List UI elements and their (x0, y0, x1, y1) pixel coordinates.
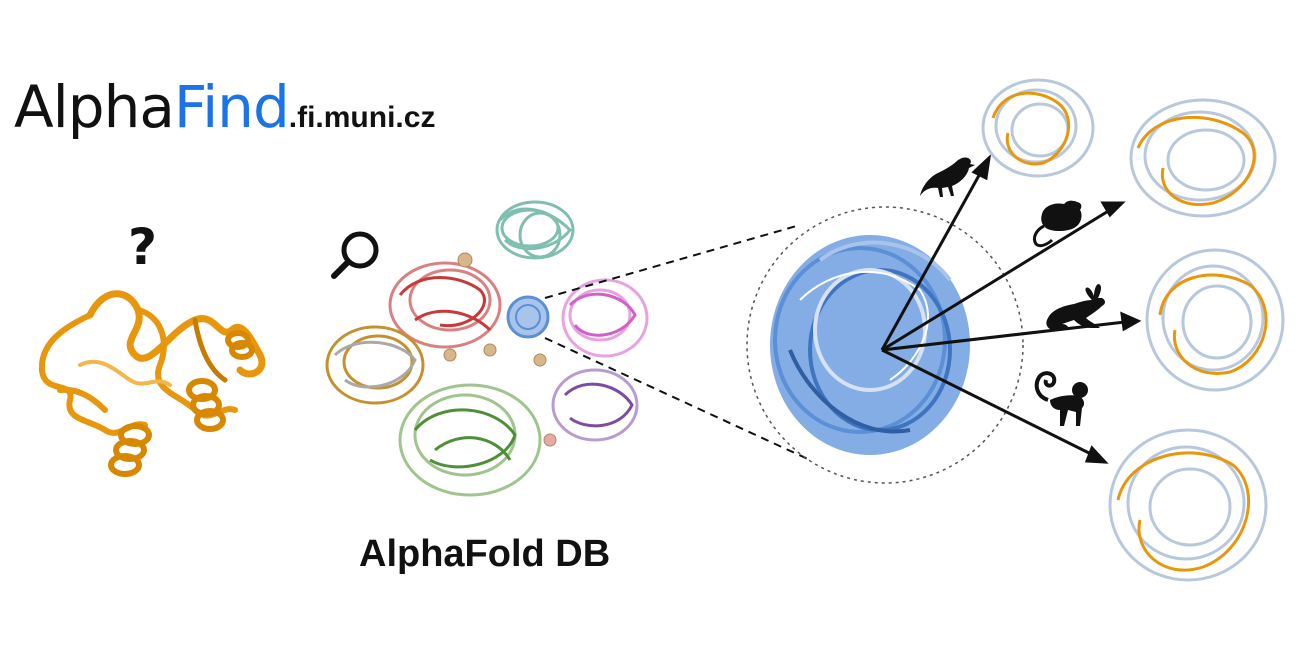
logo-find: Find (173, 73, 290, 141)
zoom-circle (746, 206, 1024, 484)
result-arrows (880, 153, 1142, 464)
monkey-icon (1034, 371, 1088, 426)
logo-domain: .fi.muni.cz (288, 101, 436, 134)
result-structure-rabbit (1145, 248, 1285, 392)
cluster-red (388, 261, 502, 349)
cluster-pink (561, 278, 649, 358)
query-protein-structure (38, 290, 266, 477)
cluster-green (398, 383, 542, 497)
cluster-gold (325, 325, 425, 405)
magnified-protein-cluster (770, 235, 970, 455)
mouse-icon (1032, 200, 1082, 248)
cluster-minor (443, 252, 557, 447)
result-structure-monkey (1108, 428, 1268, 582)
rabbit-icon (1046, 284, 1105, 330)
alphafind-logo: AlphaFind.fi.muni.cz (14, 78, 435, 136)
alphafold-db-label: AlphaFold DB (359, 533, 611, 575)
zoom-line-bottom (544, 337, 811, 461)
cluster-purple (551, 368, 639, 442)
magnifier-icon (331, 231, 379, 279)
bird-icon (920, 157, 975, 197)
cluster-teal (495, 200, 575, 260)
zoom-line-top (544, 224, 801, 299)
cluster-blue-small (506, 295, 550, 339)
result-structure-mouse (1129, 98, 1277, 218)
alphafold-db-clusters (325, 200, 649, 497)
result-structure-bird (981, 78, 1095, 178)
query-question-mark: ? (128, 218, 158, 276)
logo-alpha: Alpha (14, 73, 175, 141)
